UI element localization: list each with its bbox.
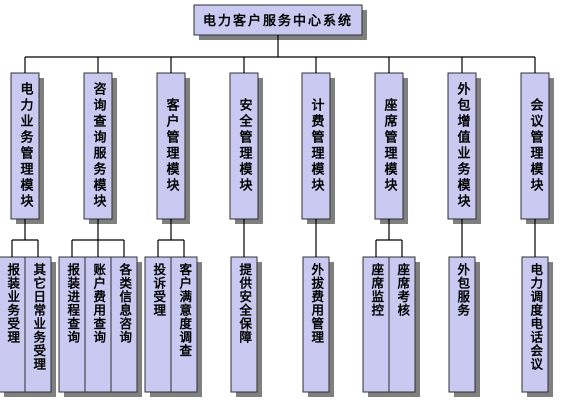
module-label-4: 安全管理模块 (236, 98, 252, 194)
module-box-8 (520, 72, 550, 220)
child-box-7-1 (448, 256, 476, 393)
child-label-2-1: 报装进程查询 (65, 263, 81, 344)
module-box-4 (229, 72, 259, 220)
child-box-5-1 (302, 256, 330, 393)
child-label-6-2: 座席考核 (395, 263, 411, 317)
child-box-1-2 (24, 256, 52, 393)
module-label-3: 客户管理模块 (163, 98, 179, 194)
child-label-7-1: 外包服务 (455, 263, 471, 317)
module-label-6: 座席管理模块 (381, 98, 397, 194)
child-label-1-1: 报装业务受理 (5, 263, 21, 344)
module-box-5 (301, 72, 331, 220)
child-label-2-2: 账户费用查询 (91, 263, 107, 344)
module-label-2: 咨询查询服务模块 (90, 82, 106, 210)
child-box-8-1 (521, 256, 549, 393)
child-box-2-1 (58, 256, 86, 393)
module-box-2 (83, 72, 113, 220)
module-label-5: 计费管理模块 (308, 98, 324, 194)
module-box-6 (374, 72, 404, 220)
child-label-8-1: 电力调度电话会议 (528, 263, 544, 371)
child-label-2-3: 各类信息咨询 (117, 263, 133, 344)
child-box-6-2 (388, 256, 416, 393)
module-label-1: 电力业务管理模块 (17, 82, 33, 210)
module-label-8: 会议管理模块 (527, 98, 543, 194)
child-label-4-1: 提供安全保障 (237, 263, 253, 344)
child-box-2-2 (84, 256, 112, 393)
module-label-7: 外包增值业务模块 (454, 82, 470, 210)
child-box-4-1 (230, 256, 258, 393)
child-box-3-2 (170, 256, 198, 393)
child-label-3-1: 投诉受理 (151, 263, 167, 317)
child-label-6-1: 座席监控 (369, 263, 385, 317)
child-label-3-2: 客户满意度调查 (177, 263, 193, 358)
child-label-1-2: 其它日常业务受理 (31, 263, 47, 371)
child-box-2-3 (110, 256, 138, 393)
child-label-5-1: 外拔费用管理 (309, 263, 325, 344)
root-label: 电力客户服务中心系统 (202, 14, 353, 29)
